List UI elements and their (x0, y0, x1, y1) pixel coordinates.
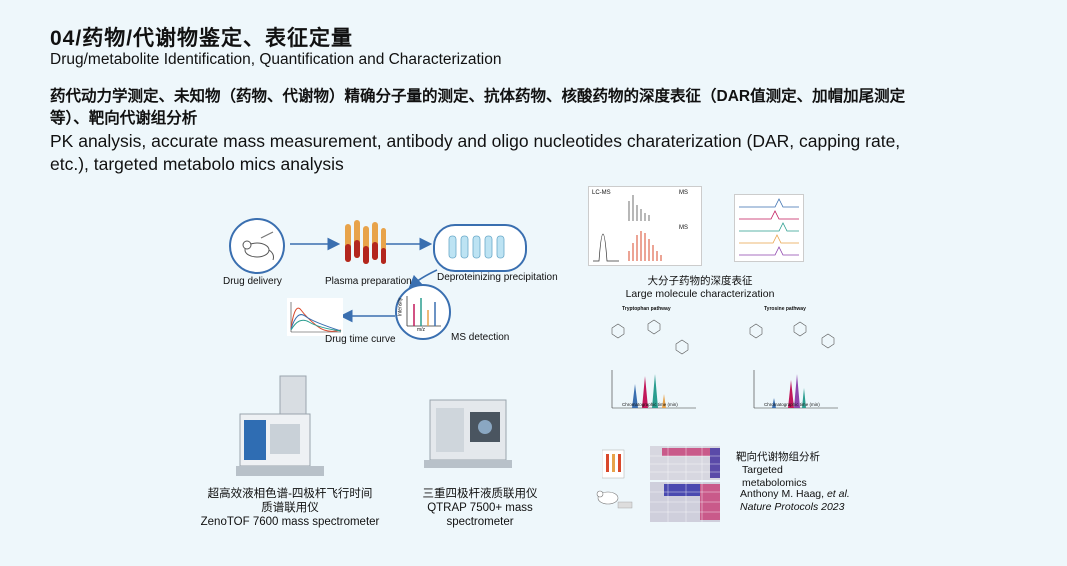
reference-citation: Anthony M. Haag, et al. Nature Protocols… (740, 488, 860, 514)
time-curve-icon (287, 298, 343, 336)
step-plasma-preparation: Plasma preparation (325, 276, 412, 287)
ms-label-2: MS (679, 225, 688, 231)
targeted-heatmap-top (601, 446, 724, 480)
tryptophan-title: Tryptophan pathway (622, 306, 671, 312)
qtrap-en-line2: spectrometer (446, 516, 514, 528)
blood-tubes-icon (343, 220, 387, 268)
qtrap-instrument-image (410, 396, 520, 472)
step-deproteinizing: Deproteinizing precipitation (437, 272, 558, 283)
reference-journal: Nature Protocols 2023 (740, 501, 845, 513)
step-drug-delivery: Drug delivery (223, 276, 282, 287)
lcms-label: LC-MS (592, 190, 611, 196)
tyrosine-title: Tyrosine pathway (764, 306, 806, 312)
reference-etal: et al. (826, 488, 850, 500)
workflow-diagram: Drug delivery Plasma preparation Depro (215, 200, 575, 360)
page-title: 04/药物/代谢物鉴定、表征定量 (50, 27, 354, 50)
step-ms-detection: MS detection (451, 332, 510, 343)
chromatogram-stack-panel (734, 194, 804, 262)
large-molecule-caption: 大分子药物的深度表征 Large molecule characterizati… (620, 275, 780, 301)
workflow-arrows (290, 237, 438, 323)
zenotof-caption: 超高效液相色谱-四极杆飞行时间 质谱联用仪 ZenoTOF 7600 mass … (190, 487, 390, 529)
qtrap-en-line1: QTRAP 7500+ mass (427, 502, 533, 514)
large-molecule-en: Large molecule characterization (625, 288, 775, 300)
zenotof-en: ZenoTOF 7600 mass spectrometer (200, 516, 380, 528)
large-molecule-zh: 大分子药物的深度表征 (647, 275, 753, 287)
spectrum-icon (395, 284, 451, 340)
tryptophan-pathway-panel: Tryptophan pathway Chromatographic time … (592, 306, 704, 418)
qtrap-caption: 三重四极杆液质联用仪 QTRAP 7500+ mass spectrometer (400, 487, 560, 529)
ms-label-1: MS (679, 190, 688, 196)
axis-intensity-label: Intensity (397, 297, 404, 317)
subtitle-chinese: 药代动力学测定、未知物（药物、代谢物）精确分子量的测定、抗体药物、核酸药物的深度… (50, 88, 906, 127)
vials-icon (433, 224, 527, 272)
targeted-en: Targeted metabolomics (742, 464, 807, 489)
targeted-caption: 靶向代谢物组分析 Targeted metabolomics (736, 451, 826, 490)
tyrosine-xlabel: Chromatographic time (min) (764, 402, 820, 407)
lcms-spectrum-panel: LC-MS MS MS (588, 186, 702, 266)
zenotof-instrument-image (230, 374, 330, 484)
qtrap-zh: 三重四极杆液质联用仪 (422, 488, 538, 500)
mouse-icon (229, 218, 285, 274)
zenotof-zh-line2: 质谱联用仪 (261, 502, 319, 514)
subtitle-english: PK analysis, accurate mass measurement, … (50, 131, 901, 174)
reference-author: Anthony M. Haag, (740, 488, 825, 500)
targeted-heatmap-bottom (594, 482, 724, 522)
tryptophan-xlabel: Chromatographic time (min) (622, 402, 678, 407)
zenotof-zh-line1: 超高效液相色谱-四极杆飞行时间 (207, 488, 373, 500)
page-title-english: Drug/metabolite Identification, Quantifi… (50, 51, 502, 68)
step-drug-time-curve: Drug time curve (325, 334, 396, 345)
targeted-zh: 靶向代谢物组分析 (736, 451, 820, 463)
tyrosine-pathway-panel: Tyrosine pathway Chromatographic time (m… (734, 306, 846, 418)
axis-mz-label: m/z (417, 327, 426, 333)
